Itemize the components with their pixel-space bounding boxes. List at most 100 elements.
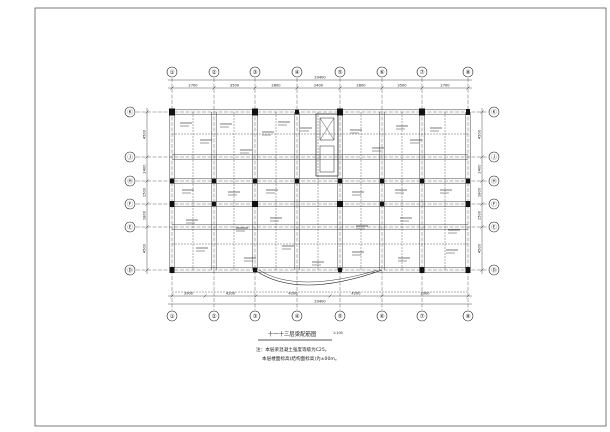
note-line-1: 注：本层梁混凝土强度等级为C25。 bbox=[256, 346, 329, 353]
left-dimension-label: 2400 bbox=[142, 164, 146, 174]
axis-bubble-label: ⑤ bbox=[337, 313, 342, 320]
axis-bubble-label: Ⓓ bbox=[127, 266, 133, 274]
axis-bubble bbox=[124, 151, 136, 163]
top-dimension-label: 2700 bbox=[440, 83, 450, 87]
axis-bubble-label: Ⓕ bbox=[127, 200, 133, 208]
bottom-dimension-tick bbox=[466, 294, 470, 298]
axis-bubble bbox=[376, 66, 388, 78]
left-dimension-label: 1500 bbox=[142, 187, 146, 197]
column bbox=[170, 178, 174, 184]
axis-bubble-label: ② bbox=[211, 313, 216, 320]
top-dimension-tick bbox=[466, 86, 470, 90]
axis-grid-lines bbox=[136, 78, 488, 310]
right-dimension-tick bbox=[480, 110, 484, 114]
axis-bubble-label: ③ bbox=[252, 313, 257, 320]
column bbox=[212, 201, 216, 207]
column bbox=[169, 267, 175, 273]
bottom-dimension-label: 4200 bbox=[351, 291, 361, 295]
axis-bubble-label: Ⓔ bbox=[127, 223, 133, 231]
drawing-scale: 1:100 bbox=[333, 331, 343, 335]
axis-bubble-label: ⑦ bbox=[419, 313, 424, 320]
axis-bubble bbox=[488, 151, 500, 163]
axis-bubble bbox=[208, 310, 220, 322]
axis-bubble bbox=[376, 310, 388, 322]
axis-bubble bbox=[488, 221, 500, 233]
top-dimension-tick bbox=[420, 86, 424, 90]
left-dimension-tick bbox=[145, 179, 149, 183]
column bbox=[295, 178, 299, 184]
axis-bubble-label: ③ bbox=[252, 69, 257, 76]
axis-bubble bbox=[488, 264, 500, 276]
axis-bubble bbox=[488, 198, 500, 210]
top-dimension-tick bbox=[253, 86, 257, 90]
axis-bubble-label: ⑤ bbox=[337, 69, 342, 76]
column bbox=[337, 108, 343, 116]
axis-bubble bbox=[124, 175, 136, 187]
axis-bubble bbox=[462, 66, 474, 78]
column bbox=[338, 267, 342, 273]
axis-bubble bbox=[166, 310, 178, 322]
column bbox=[212, 178, 216, 184]
axis-bubble-label: ⑥ bbox=[379, 69, 384, 76]
bottom-dimension-label: 4200 bbox=[226, 291, 236, 295]
column bbox=[419, 108, 425, 116]
right-dimension-label: 1800 bbox=[477, 187, 481, 197]
bottom-dimension-tick bbox=[203, 294, 207, 298]
top-dimension-tick bbox=[295, 86, 299, 90]
right-dimension-tick bbox=[480, 225, 484, 229]
axis-bubble bbox=[124, 264, 136, 276]
column bbox=[420, 178, 424, 184]
axis-bubble bbox=[462, 310, 474, 322]
right-dimension-label: 4500 bbox=[477, 243, 481, 253]
axis-bubble-label: Ⓓ bbox=[491, 266, 497, 274]
top-dimension-label: 3500 bbox=[397, 83, 407, 87]
right-dimension-label: 1500 bbox=[477, 210, 481, 220]
axis-bubble bbox=[334, 310, 346, 322]
column bbox=[253, 178, 257, 184]
axis-bubble bbox=[124, 221, 136, 233]
bottom-dimension-label: 3900 bbox=[184, 291, 194, 295]
axis-bubble bbox=[488, 106, 500, 118]
elevator-shaft-cross bbox=[319, 117, 335, 141]
bottom-dimension-label: 4200 bbox=[288, 291, 298, 295]
column bbox=[252, 201, 258, 207]
curved-beam bbox=[254, 269, 383, 286]
top-dimension-label: 2700 bbox=[188, 83, 198, 87]
right-dimension-tick bbox=[480, 202, 484, 206]
top-dimension-label: 2800 bbox=[271, 83, 281, 87]
axis-bubble-label: ④ bbox=[294, 313, 299, 320]
right-dimension-label: 2400 bbox=[477, 164, 481, 174]
column bbox=[419, 267, 425, 273]
drawing-title: 十一十三层梁配筋图 bbox=[268, 330, 317, 338]
stair-core bbox=[315, 113, 339, 177]
axis-bubble-label: ① bbox=[169, 69, 174, 76]
axis-bubble-label: ⑦ bbox=[419, 69, 424, 76]
left-dimension-label: 4500 bbox=[142, 129, 146, 139]
axis-bubble-label: ⑧ bbox=[465, 313, 470, 320]
top-dimension-tick bbox=[338, 86, 342, 90]
column bbox=[465, 267, 471, 273]
axis-bubble bbox=[124, 198, 136, 210]
left-dimension-tick bbox=[145, 225, 149, 229]
top-dimension-label: 2800 bbox=[356, 83, 366, 87]
right-dimension-tick bbox=[480, 155, 484, 159]
left-dimension-tick bbox=[145, 268, 149, 272]
top-dimension-label: 3500 bbox=[230, 83, 240, 87]
axis-bubble-label: Ⓗ bbox=[127, 177, 133, 185]
stair-flight bbox=[319, 145, 335, 173]
right-dimension-tick bbox=[480, 268, 484, 272]
axis-bubble bbox=[334, 66, 346, 78]
right-dimension-tick bbox=[480, 179, 484, 183]
axis-bubble-label: Ⓙ bbox=[491, 153, 497, 161]
drawing-frame bbox=[34, 7, 607, 427]
axis-bubble bbox=[124, 106, 136, 118]
column bbox=[380, 201, 384, 207]
column bbox=[465, 201, 471, 207]
column bbox=[466, 178, 470, 184]
axis-bubble bbox=[291, 66, 303, 78]
axis-bubble-label: Ⓙ bbox=[127, 153, 133, 161]
left-dimension-tick bbox=[145, 155, 149, 159]
axis-bubble-label: ⑥ bbox=[379, 313, 384, 320]
top-dimension-tick bbox=[170, 86, 174, 90]
